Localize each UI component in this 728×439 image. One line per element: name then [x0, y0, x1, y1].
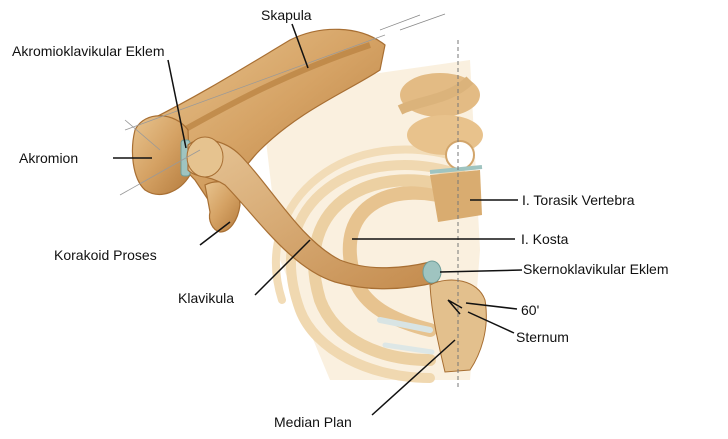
- label-klavikula: Klavikula: [178, 290, 234, 306]
- label-angle: 60': [521, 302, 539, 318]
- clavicle-lateral-end: [187, 137, 223, 177]
- label-akromioklavikular-eklem: Akromioklavikular Eklem: [12, 43, 164, 59]
- label-sternum: Sternum: [516, 329, 569, 345]
- thoracic-vertebra-body: [430, 170, 482, 222]
- label-korakoid-proses: Korakoid Proses: [54, 247, 157, 263]
- top-thin-lines: [380, 14, 445, 30]
- label-kosta: I. Kosta: [521, 231, 568, 247]
- label-akromion: Akromion: [19, 150, 78, 166]
- label-sternoklavikular-eklem: Skernoklavikular Eklem: [523, 261, 669, 277]
- label-median-plan: Median Plan: [274, 414, 352, 430]
- vertebral-foramen: [446, 141, 474, 169]
- label-torasik-vertebra: I. Torasik Vertebra: [522, 192, 635, 208]
- sc-joint: [423, 261, 441, 283]
- label-skapula: Skapula: [261, 7, 312, 23]
